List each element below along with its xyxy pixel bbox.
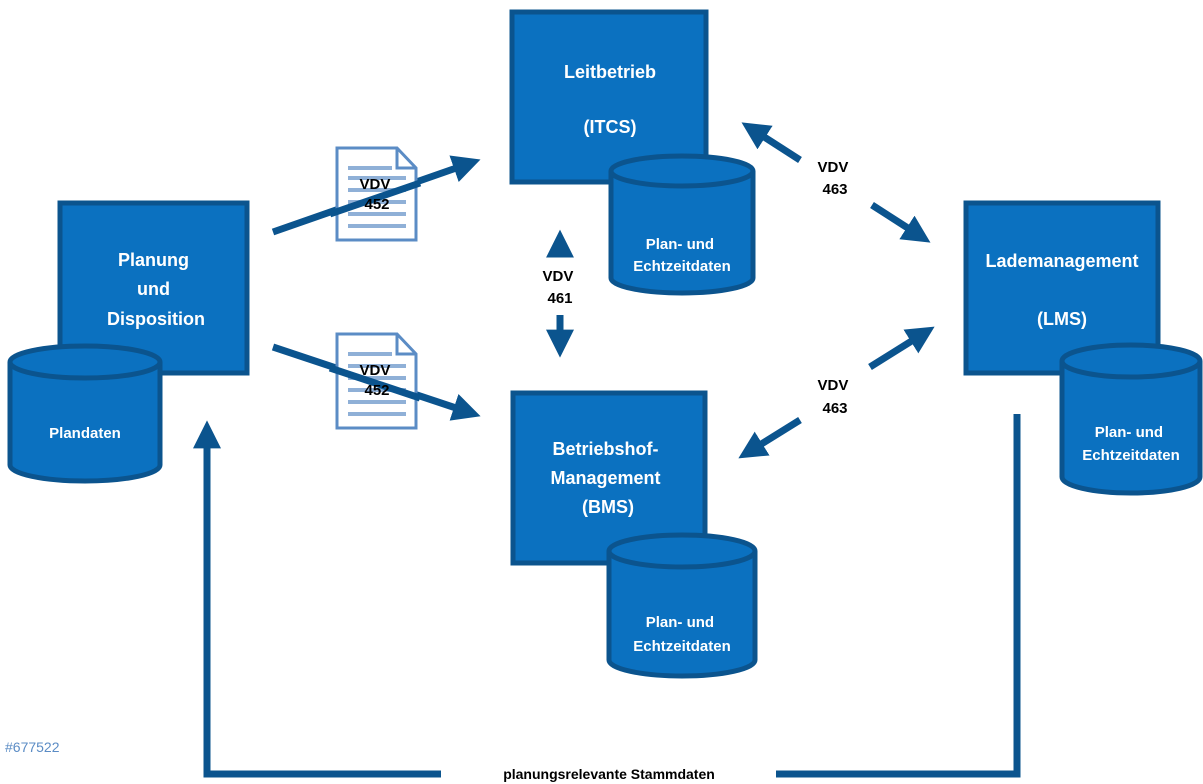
plandaten-database-icon: Plandaten <box>7 343 163 484</box>
lms-db-line-2: Echtzeitdaten <box>1082 447 1180 464</box>
betriebshof-line-1: Betriebshof- <box>552 439 658 459</box>
vdv463-top-line-2: 463 <box>822 181 847 198</box>
lms-db-line-1: Plan- und <box>1095 424 1163 441</box>
leitbetrieb-subtitle: (ITCS) <box>584 117 637 137</box>
vdv463-bottom-line-2: 463 <box>822 400 847 417</box>
lms-database-icon: Plan- und Echtzeitdaten <box>1059 342 1203 496</box>
arrow-463-top-to-itcs <box>741 122 802 163</box>
vdv461-label: VDV 461 <box>542 268 577 307</box>
vdv463-bottom-label: VDV 463 <box>817 377 852 417</box>
lms-db-label: Plan- und Echtzeitdaten <box>1082 424 1180 464</box>
doc-bottom-line-2: 452 <box>364 382 389 399</box>
feedback-line-left <box>193 420 441 778</box>
planung-label: Planung und Disposition <box>107 250 205 329</box>
plandaten-label: Plandaten <box>49 425 121 442</box>
vdv463-top-line-1: VDV <box>817 159 848 176</box>
vdv463-bottom-line-1: VDV <box>817 377 848 394</box>
betriebshof-database-icon: Plan- und Echtzeitdaten <box>606 532 758 679</box>
doc-top-line-1: VDV <box>359 176 390 193</box>
leitbetrieb-db-label: Plan- und Echtzeitdaten <box>633 236 731 275</box>
arrow-463-bottom-to-lms <box>868 326 935 370</box>
betriebshof-line-2: Management <box>550 468 660 488</box>
lms-subtitle: (LMS) <box>1037 309 1087 329</box>
document-icon-bottom: VDV 452 <box>328 332 422 430</box>
betriebshof-db-line-2: Echtzeitdaten <box>633 638 731 655</box>
arrow-463-bottom-to-bms <box>738 417 802 459</box>
planung-line-3: Disposition <box>107 309 205 329</box>
arrow-pass-through-bottom <box>328 364 422 402</box>
betriebshof-db-label: Plan- und Echtzeitdaten <box>633 614 731 655</box>
doc-bottom-label: VDV 452 <box>359 362 394 399</box>
arrow-pass-through-top <box>328 179 422 218</box>
leitbetrieb-database-icon: Plan- und Echtzeitdaten <box>608 153 756 296</box>
leitbetrieb-title: Leitbetrieb <box>564 62 656 82</box>
betriebshof-line-3: (BMS) <box>582 497 634 517</box>
feedback-line-right <box>776 414 1021 778</box>
betriebshof-db-line-1: Plan- und <box>646 614 714 631</box>
feedback-label: planungsrelevante Stammdaten <box>503 766 715 782</box>
leitbetrieb-db-line-2: Echtzeitdaten <box>633 258 731 275</box>
vdv461-line-1: VDV <box>542 268 573 285</box>
vdv461-line-2: 461 <box>547 290 572 307</box>
doc-top-line-2: 452 <box>364 196 389 213</box>
vdv463-top-label: VDV 463 <box>817 159 852 198</box>
planung-line-1: Planung <box>118 250 189 270</box>
planung-line-2: und <box>137 279 170 299</box>
doc-bottom-line-1: VDV <box>359 362 390 379</box>
betriebshof-label: Betriebshof- Management (BMS) <box>550 439 665 517</box>
arrow-463-top-to-lms <box>870 202 931 243</box>
watermark-id: #677522 <box>5 739 60 755</box>
document-icon-top: VDV 452 <box>328 146 422 242</box>
doc-top-label: VDV 452 <box>359 176 394 213</box>
leitbetrieb-db-line-1: Plan- und <box>646 236 714 253</box>
lms-title: Lademanagement <box>985 251 1138 271</box>
